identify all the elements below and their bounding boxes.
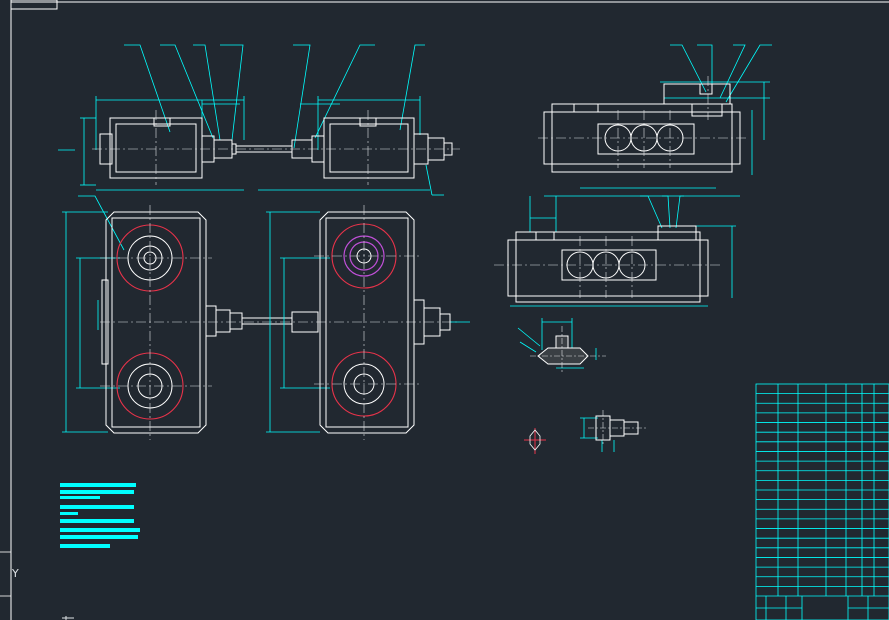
detail-origin-marker bbox=[524, 428, 546, 454]
plan-view-right-gearbox bbox=[266, 205, 470, 440]
ucs-axis-icon: Y bbox=[11, 567, 74, 620]
technical-notes bbox=[60, 483, 140, 548]
top-assembly-view bbox=[58, 44, 460, 196]
side-elevation-lower bbox=[494, 195, 736, 307]
plan-view-left-gearbox bbox=[62, 195, 460, 440]
detail-small-gear bbox=[517, 318, 606, 372]
side-elevation-upper bbox=[538, 44, 772, 197]
left-border-ticks bbox=[0, 551, 11, 597]
ucs-axis-label: Y bbox=[11, 567, 19, 580]
title-block bbox=[755, 383, 889, 620]
detail-coupling bbox=[580, 410, 648, 452]
drawing-frame bbox=[10, 0, 889, 620]
